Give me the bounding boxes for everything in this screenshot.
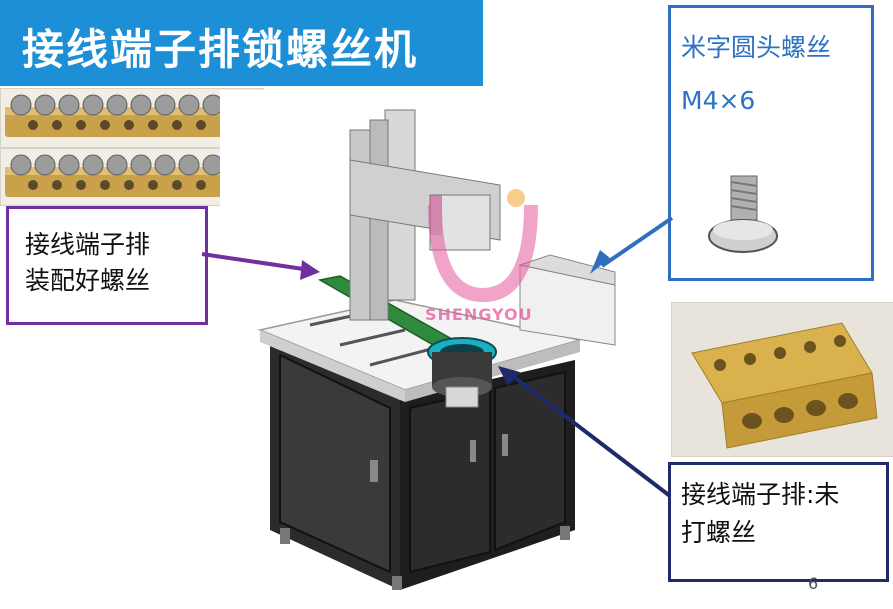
- unscrewed-label-line1: 接线端子排:未: [681, 480, 840, 509]
- unscrewed-label-line2: 打螺丝: [681, 518, 757, 547]
- watermark-text: SHENGYOU: [425, 305, 533, 324]
- assembled-label-box: 接线端子排 装配好螺丝: [6, 206, 208, 325]
- unscrewed-label-box: 接线端子排:未 打螺丝: [668, 462, 889, 582]
- screw-label-name: 米字圆头螺丝: [681, 33, 832, 62]
- screw-info-box: 米字圆头螺丝 M4×6: [668, 5, 874, 281]
- screw-image: [708, 175, 778, 253]
- unscrewed-strip-photo: [671, 302, 893, 457]
- unscrewed-strip-image: [691, 322, 878, 449]
- title-bar: [0, 0, 483, 86]
- navy-arrow: [498, 366, 672, 498]
- page-title: 接线端子排锁螺丝机: [22, 25, 419, 74]
- page-number: 6: [808, 574, 819, 593]
- watermark-logo: [428, 189, 538, 303]
- machine-illustration: SHENGYOU: [220, 90, 660, 590]
- terminal-strip-image-2: [5, 154, 257, 197]
- assembled-label-line1: 接线端子排: [25, 230, 151, 259]
- screw-label-size: M4×6: [681, 86, 756, 115]
- assembled-label-line2: 装配好螺丝: [25, 266, 151, 295]
- blue-arrow: [590, 216, 674, 274]
- purple-arrow: [201, 252, 320, 280]
